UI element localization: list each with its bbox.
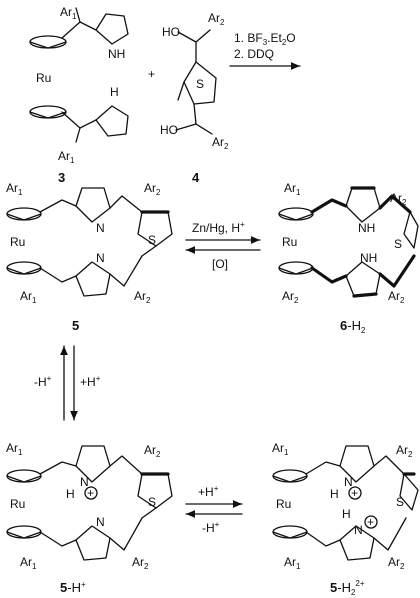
c5h-n-bottom: N [96, 515, 105, 529]
c4-ho-top: HO [162, 25, 180, 39]
c5h2-n-bottom: N [354, 523, 363, 537]
c5h-ru: Ru [10, 497, 25, 511]
c5-ar1-top: Ar1 [6, 181, 23, 197]
compound-5h-label: 5-H+ [60, 580, 86, 595]
compound-6-structure [278, 186, 419, 298]
c3-nh-top: NH [108, 47, 125, 61]
c4-s: S [196, 77, 204, 91]
c5-ru: Ru [10, 235, 25, 249]
compound-3-label: 3 [58, 170, 65, 185]
c3-ru: Ru [36, 71, 51, 85]
compound-4-structure [175, 29, 217, 135]
plus-sign: + [148, 67, 155, 81]
c6-ar2-bottom-right: Ar2 [388, 289, 405, 305]
c4-ho-bottom: HO [160, 123, 178, 137]
c5h-s: S [148, 495, 156, 509]
compound-5h2-label: 5-H22+ [330, 579, 365, 597]
compound-5h-structure [6, 445, 173, 561]
compound-5h2-structure [272, 445, 419, 561]
c5-n-top: N [96, 221, 105, 235]
c5h-ar2-bottom: Ar2 [132, 555, 149, 571]
plus-h-label-horizontal: +H+ [198, 484, 219, 499]
c5h-ar1-top: Ar1 [6, 441, 23, 457]
c5h2-ar2-bottom: Ar2 [388, 555, 405, 571]
c6-ar2-bottom-left: Ar2 [282, 289, 299, 305]
c5h2-ar1-top: Ar1 [272, 441, 289, 457]
c3-ar1-bottom: Ar1 [58, 149, 75, 165]
reagent-step2: 2. DDQ [234, 47, 274, 61]
compound-3-structure [29, 7, 129, 143]
c5-s: S [148, 233, 156, 247]
c5h2-h-bottom: H [342, 507, 351, 521]
c5h-ar1-bottom: Ar1 [20, 555, 37, 571]
compound-5-structure [6, 187, 173, 297]
c5h2-h-top: H [330, 487, 339, 501]
c4-ar2-bottom: Ar2 [212, 135, 229, 151]
c5h2-s: S [396, 495, 404, 509]
c5-n-bottom: N [96, 251, 105, 265]
oxidation-conditions: [O] [212, 257, 228, 271]
compound-5-label: 5 [72, 318, 79, 333]
c6-ar2-top: Ar2 [390, 191, 407, 207]
c5h2-plus-bottom: + [367, 515, 374, 529]
c5h-n-top: N [80, 475, 89, 489]
compound-4-label: 4 [192, 170, 200, 185]
c5h-h-top: H [66, 487, 75, 501]
c3-h-bottom: H [110, 85, 119, 99]
c5h2-ru: Ru [276, 497, 291, 511]
c5-ar2-bottom: Ar2 [134, 289, 151, 305]
c5h-ar2-top: Ar2 [144, 443, 161, 459]
c6-s: S [394, 237, 402, 251]
minus-h-label: -H+ [34, 374, 52, 389]
c5h2-ar2-top: Ar2 [396, 443, 413, 459]
compound-6-label: 6-H2 [340, 318, 366, 335]
c6-ru: Ru [282, 235, 297, 249]
c6-nh-top: NH [358, 221, 375, 235]
c5-ar1-bottom: Ar1 [20, 289, 37, 305]
reagent-step1: 1. BF3.Et2O [234, 31, 296, 47]
c6-nh-bottom: NH [360, 251, 377, 265]
c4-ar2-top: Ar2 [208, 11, 225, 27]
c3-ar1-top: Ar1 [60, 5, 77, 21]
plus-h-label-vertical: +H+ [80, 374, 101, 389]
c5-ar2-top: Ar2 [144, 181, 161, 197]
c5h2-plus-top: + [351, 486, 358, 500]
c6-ar1-top: Ar1 [284, 181, 301, 197]
reduction-conditions: Zn/Hg, H+ [192, 220, 245, 235]
minus-h-label-horizontal: -H+ [202, 520, 220, 535]
c5h-plus-charge: + [87, 486, 94, 500]
c5h2-n-top: N [344, 475, 353, 489]
c5h2-ar1-bottom: Ar1 [284, 555, 301, 571]
